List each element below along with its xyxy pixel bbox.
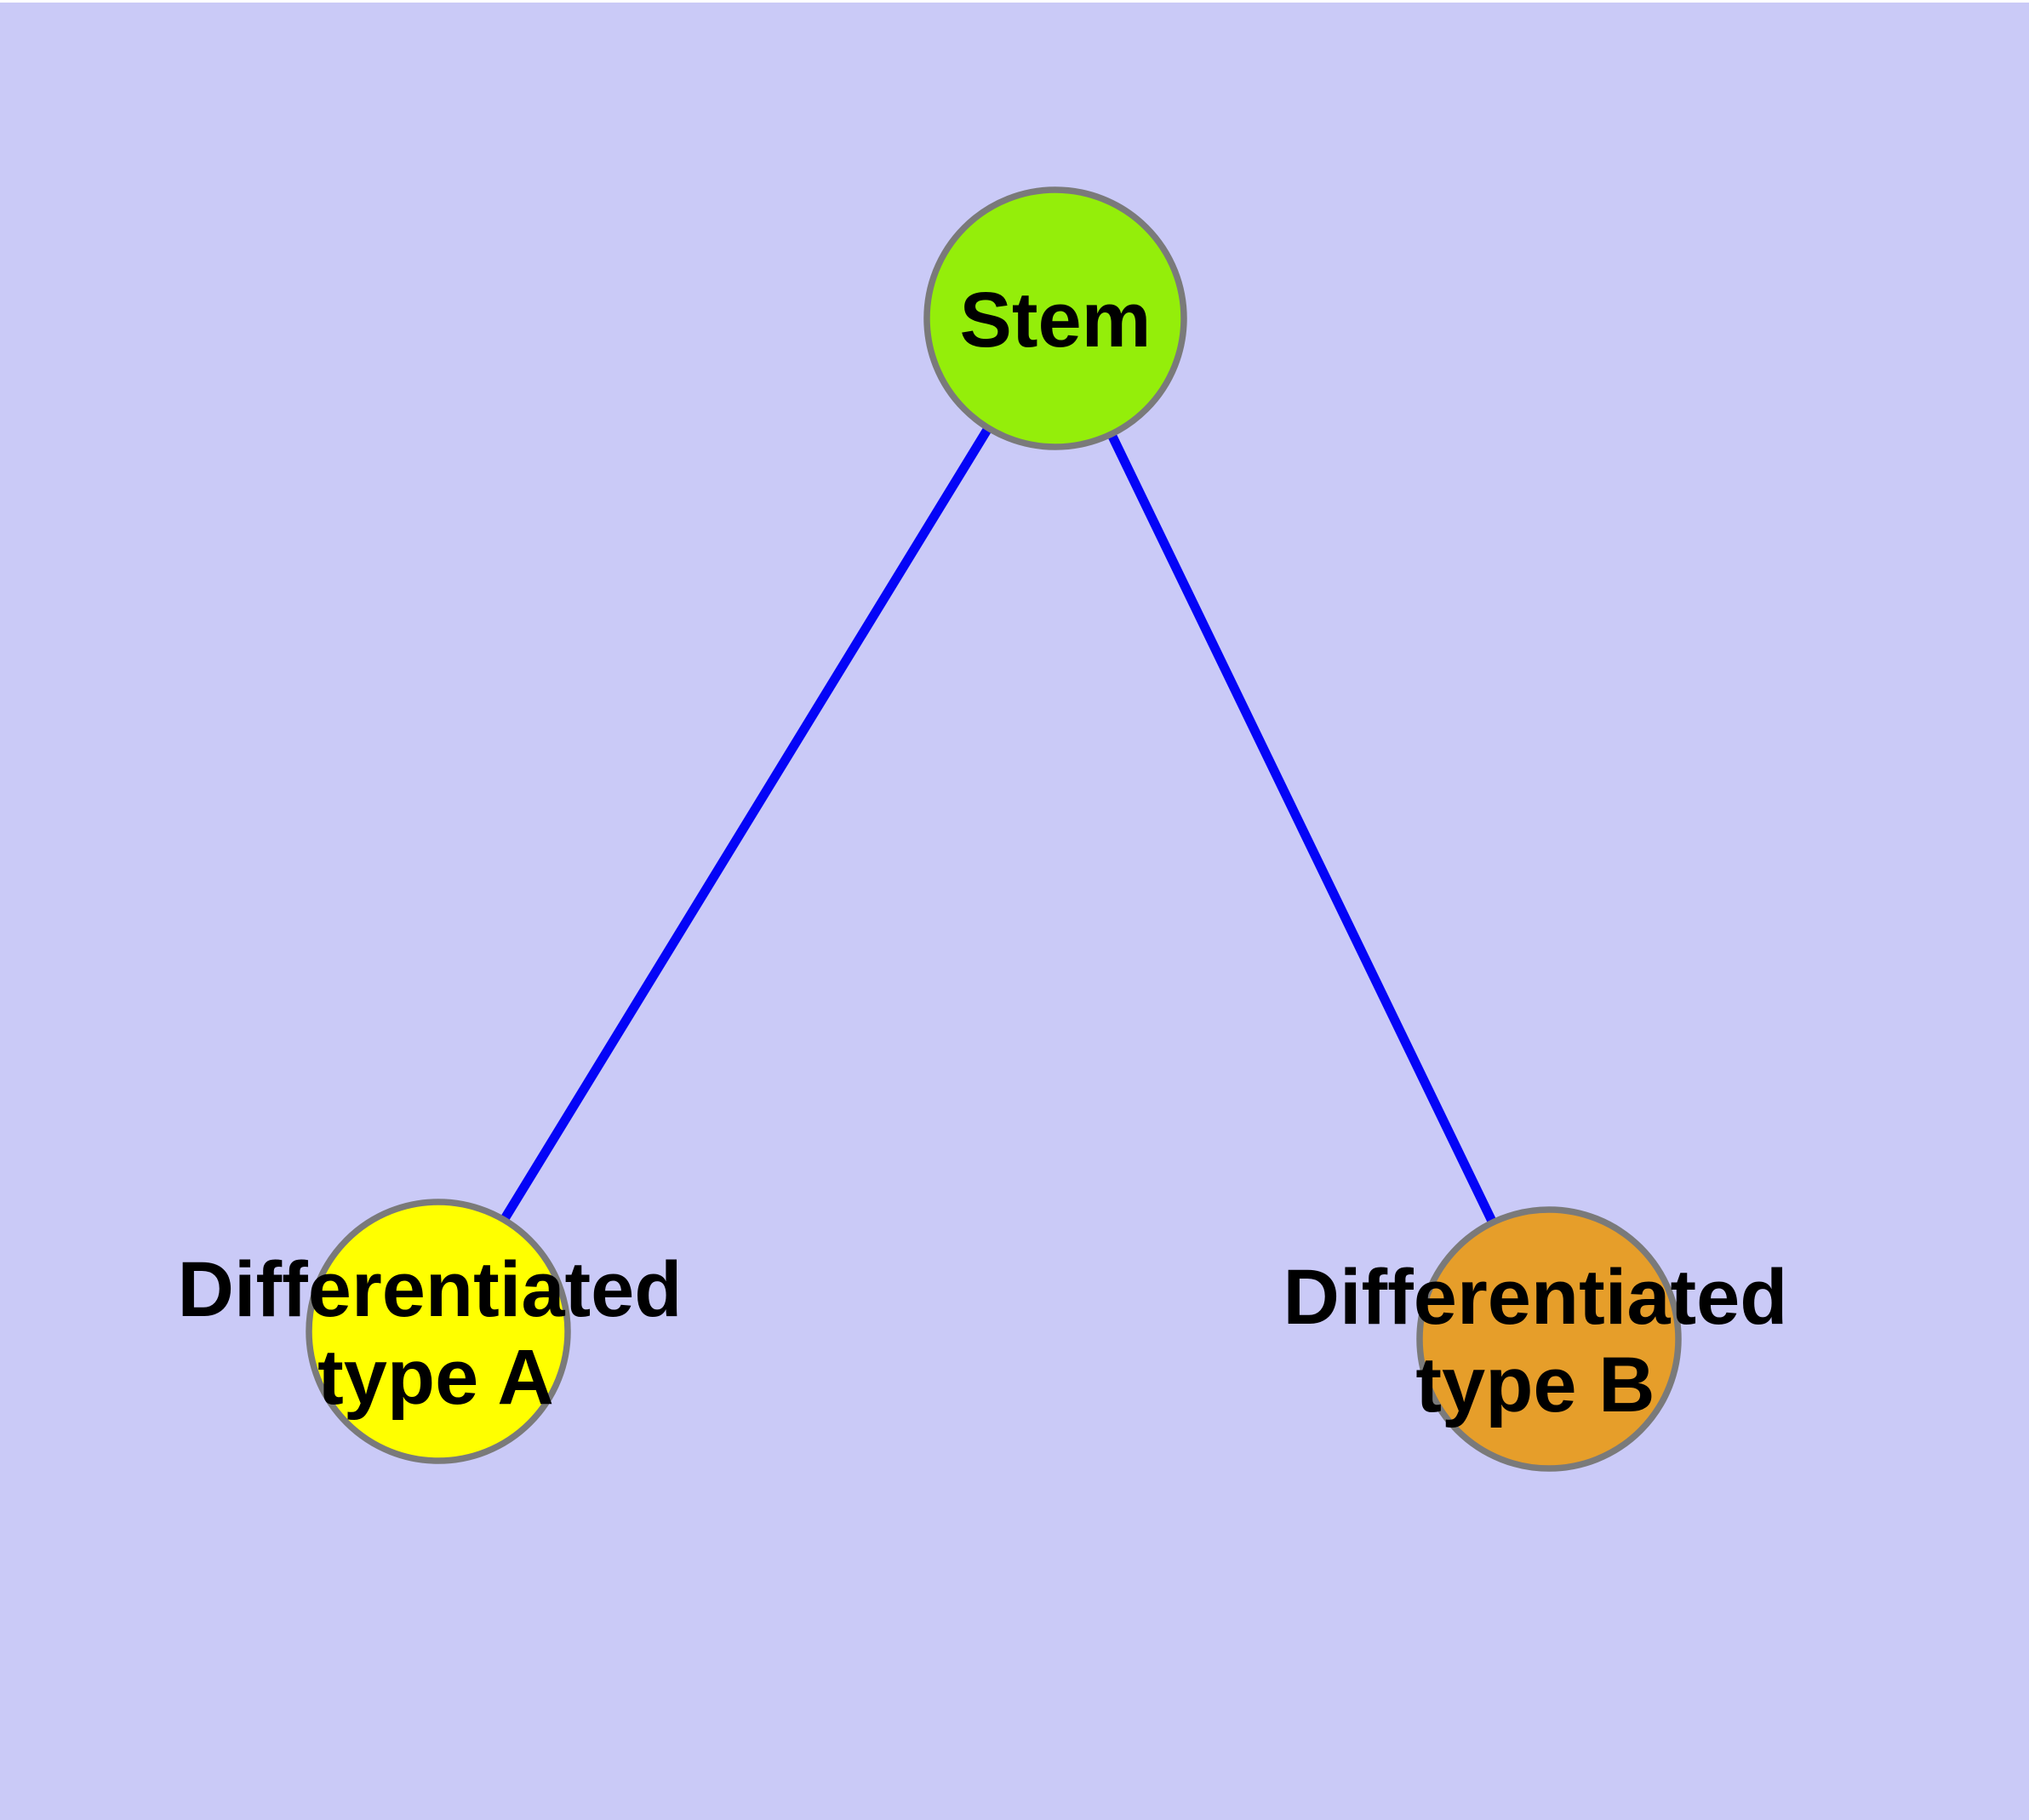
node-type-a-label-line2: type A bbox=[317, 1334, 554, 1421]
node-differentiated-type-a bbox=[306, 1199, 571, 1464]
edge-stem-to-type-a bbox=[432, 316, 1060, 1334]
node-type-a-label-line1: Differentiated bbox=[178, 1246, 683, 1333]
node-stem-label: Stem bbox=[960, 277, 1152, 363]
node-type-b-label-line1: Differentiated bbox=[1283, 1254, 1788, 1341]
edge-stem-to-type-b bbox=[1051, 316, 1553, 1342]
node-stem bbox=[923, 186, 1187, 450]
node-type-b-label-line2: type B bbox=[1415, 1342, 1655, 1428]
node-differentiated-type-b bbox=[1416, 1206, 1682, 1472]
